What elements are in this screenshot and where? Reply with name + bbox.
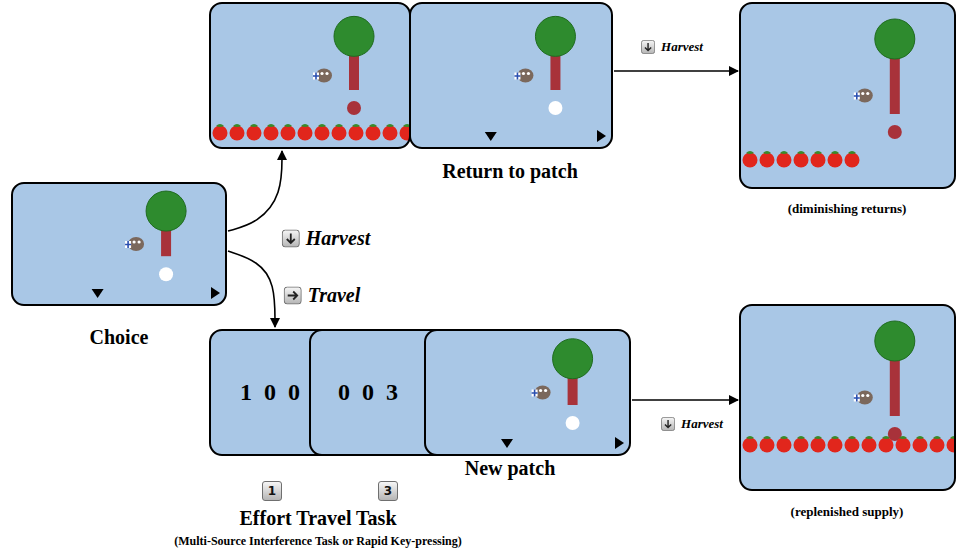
screen-panel	[425, 330, 630, 455]
screen-caption: (replenished supply)	[791, 504, 904, 520]
down-option-marker	[92, 289, 104, 298]
tree-crown	[535, 16, 575, 56]
screen-node: 0 0 3	[310, 330, 510, 455]
tree-trunk	[890, 53, 900, 114]
tree-trunk	[890, 355, 900, 416]
screen-background	[210, 3, 410, 148]
patch-indicator	[888, 125, 902, 139]
screen-background	[425, 330, 630, 455]
right-option-marker	[597, 130, 606, 142]
apple-row	[743, 436, 956, 453]
screen-node: Choice	[12, 183, 226, 305]
caption-text: (replenished supply)	[791, 504, 904, 520]
edge-label: Travel	[284, 284, 361, 307]
forager-icon	[514, 69, 533, 83]
screen-panel	[12, 183, 226, 305]
forager-icon	[854, 391, 873, 405]
edge-label-text: Harvest	[661, 39, 703, 55]
screen-caption: 1 0 0	[240, 379, 300, 406]
caption-text: 1 0 0	[240, 379, 300, 406]
screen-node: Return to patch	[410, 3, 612, 148]
task-caption: (Multi-Source Interference Task or Rapid…	[174, 534, 461, 549]
caption-text: Harvest	[306, 227, 370, 250]
flow-arrow	[228, 251, 275, 327]
screen-background	[740, 305, 955, 490]
key-icon	[282, 229, 300, 247]
screen-background	[410, 3, 612, 148]
patch-indicator	[347, 101, 361, 115]
right-option-marker	[615, 437, 624, 449]
forager-icon	[532, 386, 551, 400]
edge-label: Harvest	[661, 416, 723, 432]
screen-panel	[740, 305, 960, 490]
right-option-marker	[211, 287, 220, 299]
edge-label: Harvest	[641, 39, 703, 55]
key-icon	[284, 286, 302, 304]
screen-panel	[740, 3, 955, 188]
screen-border	[410, 3, 612, 148]
screen-node: (replenished supply)	[740, 305, 955, 490]
screen-panel	[410, 3, 612, 148]
edge-label-text: Harvest	[681, 416, 723, 432]
flow-arrow	[632, 399, 738, 401]
forager-icon	[313, 69, 332, 83]
screen-border	[425, 330, 630, 455]
screen-caption: New patch	[465, 457, 556, 480]
tree-crown	[875, 321, 915, 361]
caption-text: (diminishing returns)	[788, 201, 907, 217]
apple-row	[743, 151, 860, 168]
screen-border	[740, 3, 955, 188]
flow-arrow	[228, 151, 282, 231]
caption-text: Choice	[90, 326, 149, 349]
task-caption: Effort Travel Task	[239, 507, 396, 530]
tree-crown	[553, 339, 593, 379]
tree-crown	[334, 16, 374, 56]
apple-row	[213, 124, 411, 141]
caption-text: Return to patch	[442, 160, 578, 183]
tree-crown	[146, 191, 186, 231]
screen-caption: (diminishing returns)	[788, 201, 907, 217]
screen-caption: Harvest	[282, 227, 370, 250]
screen-node: (diminishing returns)	[740, 3, 955, 188]
key-label: 1	[262, 481, 282, 501]
caption-text: New patch	[465, 457, 556, 480]
screen-caption: Return to patch	[442, 160, 578, 183]
key-icon	[641, 40, 655, 54]
down-option-marker	[485, 132, 497, 141]
edge-label-text: Travel	[308, 284, 361, 307]
forager-icon	[125, 237, 144, 251]
screen-panel	[210, 3, 415, 148]
screen-border	[740, 305, 955, 490]
screen-caption: Choice	[90, 326, 149, 349]
screen-background	[12, 183, 226, 305]
flow-arrow	[614, 70, 738, 72]
down-option-marker	[501, 439, 513, 448]
key-icon	[661, 417, 675, 431]
screen-border	[12, 183, 226, 305]
key-label: 3	[378, 481, 398, 501]
screen-node: Harvest	[210, 3, 410, 148]
patch-indicator	[548, 101, 562, 115]
forager-icon	[854, 89, 873, 103]
patch-indicator	[566, 416, 580, 430]
patch-indicator	[159, 267, 173, 281]
screen-caption: 0 0 3	[338, 379, 398, 406]
screen-background	[740, 3, 955, 188]
screen-border	[210, 3, 410, 148]
caption-text: 0 0 3	[338, 379, 398, 406]
screen-node: New patch	[425, 330, 630, 455]
tree-crown	[875, 19, 915, 59]
